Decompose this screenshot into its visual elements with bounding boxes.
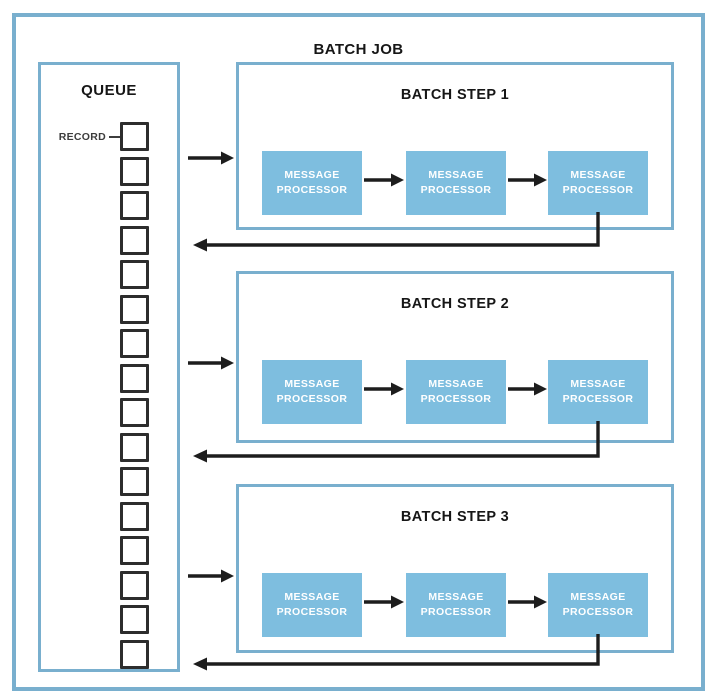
record-square [120,225,149,255]
message-processor-box: MESSAGE PROCESSOR [406,360,506,424]
record-square [120,294,149,324]
batch-step-container: BATCH STEP 3 MESSAGE PROCESSOR MESSAGE PR… [236,484,674,653]
record-square [120,398,149,427]
record-square [120,191,149,220]
record-square [120,329,149,358]
record-square [120,467,149,496]
record-square [120,432,149,462]
record-square [120,122,149,151]
message-processor-box: MESSAGE PROCESSOR [406,573,506,637]
record-square [120,639,149,669]
message-processor-box: MESSAGE PROCESSOR [406,151,506,215]
record-square [120,570,149,600]
step-title: BATCH STEP 2 [400,296,510,312]
batch-step-container: BATCH STEP 2 MESSAGE PROCESSOR MESSAGE PR… [236,271,674,443]
batch-step-container: BATCH STEP 1 MESSAGE PROCESSOR MESSAGE PR… [236,62,674,230]
message-processor-box: MESSAGE PROCESSOR [262,573,362,637]
record-square [120,605,149,634]
message-processor-box: MESSAGE PROCESSOR [262,151,362,215]
step-title: BATCH STEP 1 [400,87,510,103]
record-list [120,122,149,669]
record-callout: RECORD [45,122,120,151]
record-connector-line [109,135,120,138]
record-square [120,501,149,531]
record-label: RECORD [58,130,106,143]
message-processor-box: MESSAGE PROCESSOR [262,360,362,424]
message-processor-box: MESSAGE PROCESSOR [548,151,648,215]
message-processor-box: MESSAGE PROCESSOR [548,573,648,637]
queue-container: QUEUE RECORD [38,62,180,672]
step-title: BATCH STEP 3 [400,509,510,525]
queue-title: QUEUE [81,82,137,99]
message-processor-box: MESSAGE PROCESSOR [548,360,648,424]
record-square [120,260,149,289]
record-square [120,536,149,565]
record-square [120,156,149,186]
batch-job-title: BATCH JOB [313,41,404,58]
record-square [120,363,149,393]
